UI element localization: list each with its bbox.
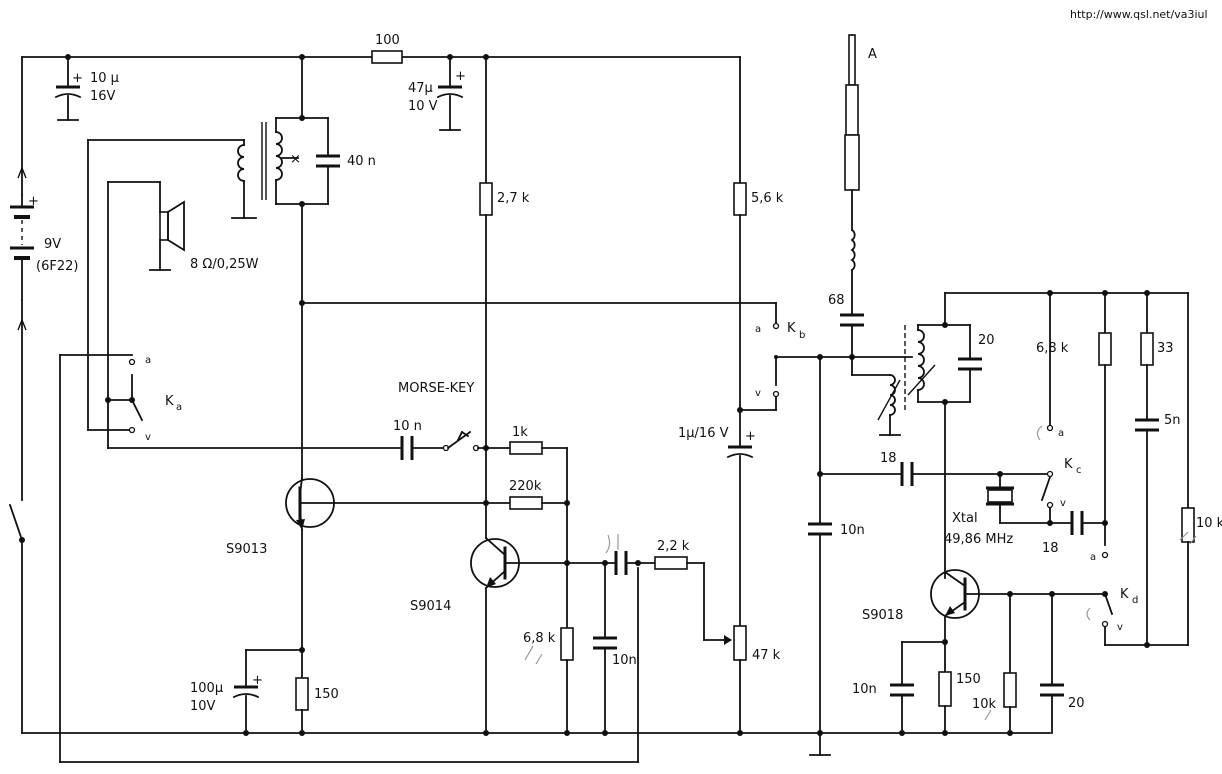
power-rails <box>21 56 1051 763</box>
modulation-chain: 5,6 k + 1µ/16 V 47 k <box>678 56 784 736</box>
battery-voltage: 9V <box>44 237 61 252</box>
c20-top-label: 20 <box>978 333 995 348</box>
svg-text:+: + <box>72 71 83 86</box>
battery-type: (6F22) <box>36 259 78 274</box>
c100u-value: 100µ <box>190 681 223 696</box>
audio-transformer: × 40 n <box>87 54 376 479</box>
r150-left-label: 150 <box>314 687 339 702</box>
svg-text:v: v <box>145 432 151 443</box>
capacitor-10n-center: 10n <box>808 356 865 756</box>
rf-tank: 20 <box>819 292 995 579</box>
r1k-label: 1k <box>512 425 528 440</box>
r27k-label: 2,7 k <box>497 191 530 206</box>
svg-text:d: d <box>1132 595 1138 606</box>
c5n-label: 5n <box>1164 413 1181 428</box>
svg-text:a: a <box>1090 552 1096 563</box>
source-url: http://www.qsl.net/va3iul <box>1070 8 1208 21</box>
kb-label: K <box>787 321 796 336</box>
capacitor-47u: + 47µ 10 V <box>408 54 466 131</box>
q1-label: S9013 <box>226 542 267 557</box>
c47u-voltage: 10 V <box>408 99 438 114</box>
r100-label: 100 <box>375 33 400 48</box>
ka-label: K <box>165 394 174 409</box>
c10u-voltage: 16V <box>90 89 116 104</box>
base-network-s9014: 6,8 k 10n 2,2 k <box>523 502 732 736</box>
switch-kc: 18 K c v 18 Xtal 49,86 MHz <box>819 451 1106 556</box>
transistor-s9018: S9018 <box>862 569 1106 673</box>
r33-label: 33 <box>1157 341 1174 356</box>
xtal-label: Xtal <box>952 511 978 526</box>
antenna-label: A <box>868 47 877 62</box>
svg-text:+: + <box>745 429 756 444</box>
svg-text:+: + <box>28 194 39 209</box>
c10n-center-label: 10n <box>840 523 865 538</box>
svg-text:a: a <box>176 402 182 413</box>
c40n-label: 40 n <box>347 154 376 169</box>
transistor-s9014: S9014 <box>410 536 568 736</box>
c10n-key-label: 10 n <box>393 419 422 434</box>
c68-label: 68 <box>828 293 845 308</box>
battery: + 9V (6F22) <box>10 166 78 331</box>
c18a-label: 18 <box>880 451 897 466</box>
svg-text:+: + <box>455 69 466 84</box>
r220k-label: 220k <box>509 479 542 494</box>
emitter-network-s9018: 10n 150 10k 20 <box>852 591 1085 736</box>
resistor-220k: 220k <box>333 479 570 510</box>
pencil-marks <box>524 425 1197 721</box>
morse-key-label: MORSE-KEY <box>398 381 474 396</box>
speaker: 8 Ω/0,25W <box>107 181 259 401</box>
switch-kd: a K d v <box>1090 551 1138 646</box>
svg-text:a: a <box>145 355 151 366</box>
r10k-right-label: 10 k <box>1196 516 1222 531</box>
svg-text:c: c <box>1076 465 1082 476</box>
xtal-freq-label: 49,86 MHz <box>944 532 1013 547</box>
r150-right-label: 150 <box>956 672 981 687</box>
resistor-100: 100 <box>371 33 403 64</box>
c20-bottom-label: 20 <box>1068 696 1085 711</box>
morse-key-circuit: 10 n MORSE-KEY 1k <box>107 381 568 504</box>
power-switch <box>8 503 25 543</box>
c18b-label: 18 <box>1042 541 1059 556</box>
switch-ka: a v K a <box>59 139 182 449</box>
speaker-label: 8 Ω/0,25W <box>190 257 259 272</box>
r10k-bottom-label: 10k <box>972 697 997 712</box>
svg-text:a: a <box>1058 428 1064 439</box>
svg-text:b: b <box>799 330 805 341</box>
kd-label: K <box>1120 587 1129 602</box>
pot47k-label: 47 k <box>752 648 781 663</box>
resistor-2k7: 2,7 k <box>479 54 530 539</box>
transistor-s9013: S9013 <box>226 477 335 649</box>
q3-label: S9018 <box>862 608 903 623</box>
svg-text:v: v <box>1117 622 1123 633</box>
svg-text:×: × <box>290 152 301 167</box>
antenna: A 68 <box>828 34 877 360</box>
svg-text:v: v <box>1060 498 1066 509</box>
q2-label: S9014 <box>410 599 451 614</box>
r68k-bottom-label: 6,8 k <box>523 631 556 646</box>
switch-kb: a K b v <box>299 300 823 411</box>
capacitor-10u: + 10 µ 16V <box>54 54 119 121</box>
c100u-voltage: 10V <box>190 699 216 714</box>
emitter-network-s9013: + 100µ 10V 150 <box>190 647 339 736</box>
r22k-label: 2,2 k <box>657 539 690 554</box>
svg-text:+: + <box>252 673 263 688</box>
r56k-label: 5,6 k <box>751 191 784 206</box>
c47u-value: 47µ <box>408 81 433 96</box>
c10n-mid-label: 10n <box>612 653 637 668</box>
svg-text:a: a <box>755 324 761 335</box>
c10u-value: 10 µ <box>90 71 119 86</box>
kc-label: K <box>1064 457 1073 472</box>
c10n-bottom-label: 10n <box>852 682 877 697</box>
r68k-right-label: 6,8 k <box>1036 341 1069 356</box>
c1u-label: 1µ/16 V <box>678 426 729 441</box>
svg-text:v: v <box>755 388 761 399</box>
oscillator-supply: a 6,8 k 33 5n 10 k <box>944 290 1222 648</box>
